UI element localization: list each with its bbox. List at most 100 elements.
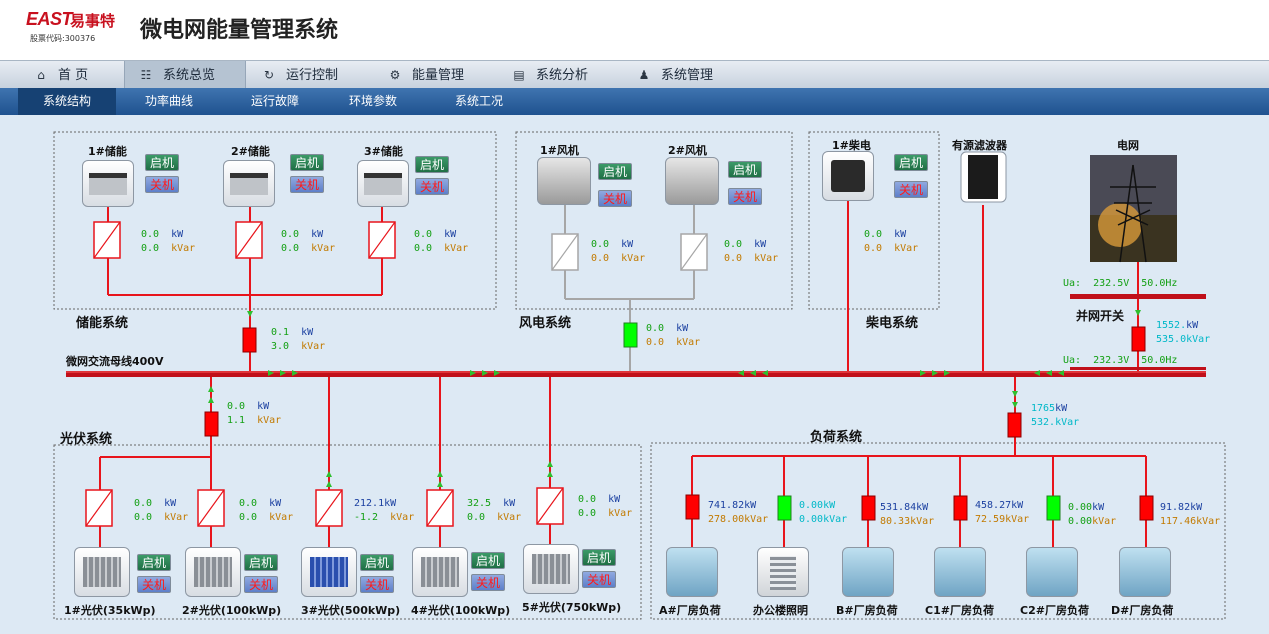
storage-3-stop-button[interactable]: 关机 — [415, 178, 449, 195]
load-c1-name: C1#厂房负荷 — [925, 604, 994, 617]
pv-3-readings: 212.1kW-1.2 kVar — [354, 498, 415, 523]
storage-2-start-button[interactable]: 启机 — [290, 154, 324, 171]
nav-system-admin[interactable]: ♟ 系统管理 — [637, 61, 737, 89]
pv-5-stop-button[interactable]: 关机 — [582, 571, 616, 588]
load-a-name: A#厂房负荷 — [659, 604, 721, 617]
header: EAST 易事特 股票代码:300376 微电网能量管理系统 — [0, 0, 1269, 60]
wind-turbine-1-icon — [537, 157, 591, 205]
pv-breaker — [204, 411, 219, 437]
nav-energy[interactable]: ⚙能量管理 — [388, 61, 488, 89]
grid-breaker — [1131, 326, 1146, 352]
factory-a-icon — [666, 547, 718, 597]
pv-panel-1-icon — [74, 547, 130, 597]
wind-turbine-2-icon — [665, 157, 719, 205]
refresh-icon: ↻ — [263, 68, 275, 82]
filter-cabinet-image — [968, 155, 998, 199]
pv-3-name: 3#光伏(500kWp) — [301, 604, 401, 617]
load-breaker — [1007, 412, 1022, 438]
tab-conditions[interactable]: 系统工况 — [454, 94, 503, 108]
diesel-start-button[interactable]: 启机 — [894, 154, 928, 171]
tab-faults[interactable]: 运行故障 — [250, 94, 299, 108]
tab-structure[interactable]: 系统结构 — [18, 88, 116, 115]
pv-5-start-button[interactable]: 启机 — [582, 549, 616, 566]
grid-voltage-top: Ua: 232.5V 50.0Hz — [1063, 278, 1178, 289]
tab-environment[interactable]: 环境参数 — [348, 94, 397, 108]
filter-name: 有源滤波器 — [952, 139, 1007, 152]
wind-1-start-button[interactable]: 启机 — [598, 163, 632, 180]
wind-2-start-button[interactable]: 启机 — [728, 161, 762, 178]
diagram-lines — [53, 131, 1226, 620]
pv-group-box — [53, 444, 642, 620]
user-icon: ♟ — [638, 68, 650, 82]
pv-panel-4-icon — [412, 547, 468, 597]
factory-c2-icon — [1026, 547, 1078, 597]
pv-4-name: 4#光伏(100kWp) — [411, 604, 511, 617]
bar-chart-icon: ▤ — [513, 68, 525, 82]
app-title: 微电网能量管理系统 — [140, 18, 339, 43]
nav-label: 运行控制 — [286, 68, 339, 83]
storage-3-start-button[interactable]: 启机 — [415, 156, 449, 173]
diesel-name: 1#柴电 — [832, 139, 871, 152]
load-office-name: 办公楼照明 — [753, 604, 808, 617]
pv-3-stop-button[interactable]: 关机 — [360, 576, 394, 593]
pv-1-stop-button[interactable]: 关机 — [137, 576, 171, 593]
pv-4-start-button[interactable]: 启机 — [471, 552, 505, 569]
storage-3-name: 3#储能 — [364, 145, 403, 158]
diesel-group-box — [808, 131, 940, 310]
storage-1-stop-button[interactable]: 关机 — [145, 176, 179, 193]
pv-3-start-button[interactable]: 启机 — [360, 554, 394, 571]
pv-2-name: 2#光伏(100kWp) — [182, 604, 282, 617]
nav-analysis[interactable]: ▤系统分析 — [512, 61, 612, 89]
diesel-system-title: 柴电系统 — [866, 316, 919, 331]
pv-1-start-button[interactable]: 启机 — [137, 554, 171, 571]
storage-1-icon — [82, 160, 134, 207]
wind-1-name: 1#风机 — [540, 144, 579, 157]
storage-2-name: 2#储能 — [231, 145, 270, 158]
nav-label: 首 页 — [58, 68, 89, 83]
pv-5-name: 5#光伏(750kWp) — [522, 601, 622, 614]
diesel-stop-button[interactable]: 关机 — [894, 181, 928, 198]
logo-cn: 易事特 — [70, 12, 116, 30]
gears-icon: ⚙ — [389, 68, 401, 82]
wind-breaker — [623, 322, 638, 348]
load-b-name: B#厂房负荷 — [836, 604, 898, 617]
nav-overview[interactable]: ☷系统总览 — [124, 61, 246, 89]
factory-b-icon — [842, 547, 894, 597]
wind-1-stop-button[interactable]: 关机 — [598, 190, 632, 207]
load-group-box — [650, 442, 1226, 620]
wind-2-stop-button[interactable]: 关机 — [728, 188, 762, 205]
storage-system-title: 储能系统 — [76, 316, 129, 331]
nav-home[interactable]: ⌂首 页 — [34, 61, 114, 89]
pv-4-stop-button[interactable]: 关机 — [471, 574, 505, 591]
storage-2-stop-button[interactable]: 关机 — [290, 176, 324, 193]
nav-label: 系统管理 — [661, 68, 714, 83]
tab-power-curve[interactable]: 功率曲线 — [144, 94, 193, 108]
storage-1-name: 1#储能 — [88, 145, 127, 158]
pv-panel-3-icon — [301, 547, 357, 597]
load-d-name: D#厂房负荷 — [1111, 604, 1174, 617]
pv-2-stop-button[interactable]: 关机 — [244, 576, 278, 593]
nav-label: 系统总览 — [163, 68, 216, 83]
storage-group-box — [53, 131, 497, 310]
nav-run-control[interactable]: ↻ 运行控制 — [262, 61, 362, 89]
wind-system-title: 风电系统 — [519, 316, 572, 331]
grid-bus-bar — [1070, 294, 1206, 299]
wind-2-name: 2#风机 — [668, 144, 707, 157]
storage-3-icon — [357, 160, 409, 207]
pv-2-start-button[interactable]: 启机 — [244, 554, 278, 571]
storage-1-start-button[interactable]: 启机 — [145, 154, 179, 171]
office-building-icon — [757, 547, 809, 597]
